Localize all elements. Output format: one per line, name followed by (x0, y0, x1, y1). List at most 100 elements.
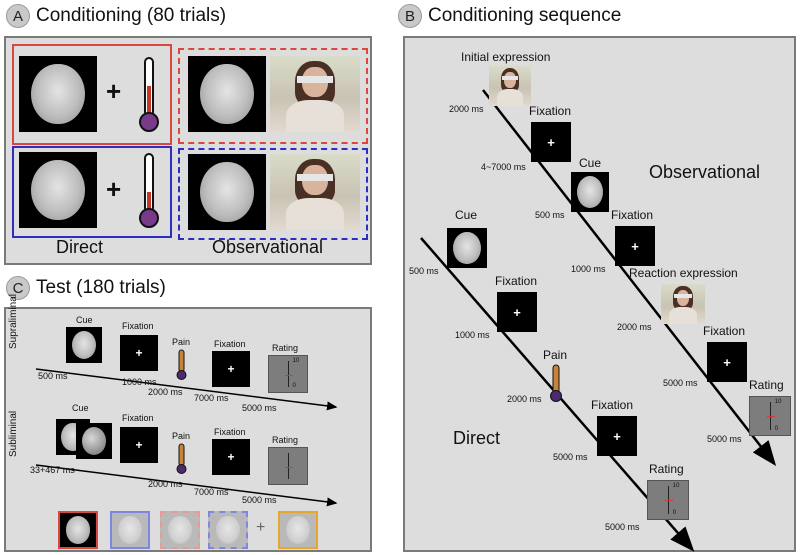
obs-reaction-photo (661, 284, 705, 324)
label-observational-seq: Observational (649, 162, 761, 182)
sub-pain-time: 2000 ms (148, 479, 183, 489)
obs-fixation2-time: 1000 ms (571, 264, 606, 274)
panel-a-letter: A (6, 4, 30, 28)
panel-b: Initial expression 2000 ms Fixation + 4~… (403, 36, 796, 552)
test-face-blue-dashed (208, 511, 248, 549)
thermometer-icon (139, 153, 159, 228)
supra-fixation1: + (120, 335, 158, 371)
label-direct: Direct (56, 237, 104, 257)
panel-c-title: Test (180 trials) (36, 277, 166, 298)
dir-fixation1: + (497, 292, 537, 332)
dir-fixation2-label: Fixation (591, 398, 634, 412)
dir-cue-time: 500 ms (409, 266, 439, 276)
supra-fixation1-time: 1000 ms (122, 377, 157, 387)
supra-pain-time: 2000 ms (148, 387, 183, 397)
sub-mask-face (76, 423, 112, 459)
obs-fixation1-label: Fixation (529, 104, 572, 118)
obs-cue-time: 500 ms (535, 210, 565, 220)
dir-cue-face (447, 228, 487, 268)
sub-cue-label: Cue (72, 403, 89, 413)
label-observational: Observational (212, 237, 324, 257)
obs-fixation2-label: Fixation (611, 208, 654, 222)
supra-rating-label: Rating (272, 343, 299, 353)
panel-a-title: Conditioning (80 trials) (36, 5, 227, 26)
panel-b-header: B Conditioning sequence (398, 4, 621, 28)
thermometer-icon (550, 364, 562, 402)
panel-a: + + Direct Observational (4, 36, 372, 265)
plus-sign: + (106, 174, 122, 204)
observational-blue-frame (178, 148, 368, 240)
dir-rating-label: Rating (649, 462, 684, 476)
supra-rating-time: 5000 ms (242, 403, 277, 413)
thermometer-icon (139, 57, 159, 132)
dir-pain-time: 2000 ms (507, 394, 542, 404)
sub-fixation2: + (212, 439, 250, 475)
dir-fixation2-time: 5000 ms (553, 452, 588, 462)
supra-cue-label: Cue (76, 315, 93, 325)
supra-cue-time: 500 ms (38, 371, 68, 381)
supra-fixation2-time: 7000 ms (194, 393, 229, 403)
obs-fixation3-label: Fixation (703, 324, 746, 338)
test-face-red (58, 511, 98, 549)
sub-fixation2-time: 7000 ms (194, 487, 229, 497)
sub-rating-label: Rating (272, 435, 299, 445)
sub-fixation1: + (120, 427, 158, 463)
obs-fixation1: + (531, 122, 571, 162)
supra-fixation2-label: Fixation (214, 339, 246, 349)
label-supraliminal: Supraliminal (8, 293, 19, 349)
sub-cue-time: 33+467 ms (30, 465, 75, 475)
panel-c-header: C Test (180 trials) (6, 276, 166, 300)
test-face-blue (110, 511, 150, 549)
observer-photo (270, 56, 360, 132)
obs-initial-label: Initial expression (461, 50, 551, 64)
cue-face-image (19, 152, 97, 228)
label-direct-seq: Direct (453, 428, 501, 448)
obs-initial-time: 2000 ms (449, 104, 484, 114)
dir-rating-scale: 10 0 (647, 480, 689, 520)
observational-red-frame (178, 48, 368, 144)
dir-fixation2: + (597, 416, 637, 456)
supra-fixation2: + (212, 351, 250, 387)
panel-c: Supraliminal Cue 500 ms Fixation + 1000 … (4, 294, 372, 552)
sub-rating-time: 5000 ms (242, 495, 277, 505)
plus-sign: + (106, 76, 122, 106)
obs-reaction-time: 2000 ms (617, 322, 652, 332)
direct-red-frame: + (12, 44, 172, 145)
obs-cue-face (571, 172, 609, 212)
supra-pain-label: Pain (172, 337, 191, 347)
obs-rating-time: 5000 ms (707, 434, 742, 444)
sub-fixation1-label: Fixation (122, 413, 154, 423)
obs-fixation3-time: 5000 ms (663, 378, 698, 388)
supra-rating-scale: 10 0 (268, 355, 308, 393)
obs-fixation3: + (707, 342, 747, 382)
dir-rating-time: 5000 ms (605, 522, 640, 532)
sub-fixation2-label: Fixation (214, 427, 246, 437)
cue-face-image (188, 56, 266, 132)
supra-fixation1-label: Fixation (122, 321, 154, 331)
thermometer-icon (176, 349, 187, 380)
supra-cue-face (66, 327, 102, 363)
sub-rating-scale (268, 447, 308, 485)
dir-pain-label: Pain (543, 348, 568, 362)
cue-face-image (188, 154, 266, 230)
dir-cue-label: Cue (455, 208, 478, 222)
observer-photo (270, 154, 360, 230)
panel-c-letter: C (6, 276, 30, 300)
sequence-arrows (420, 89, 777, 552)
obs-initial-photo (489, 66, 531, 106)
direct-blue-frame: + (12, 146, 172, 238)
timeline-arrows (35, 368, 338, 507)
dir-fixation1-time: 1000 ms (455, 330, 490, 340)
cue-face-image (19, 56, 97, 132)
label-subliminal: Subliminal (8, 410, 19, 457)
test-face-yellow (278, 511, 318, 549)
panel-b-letter: B (398, 4, 422, 28)
plus-sign: + (256, 519, 266, 536)
obs-fixation1-time: 4~7000 ms (481, 162, 526, 172)
obs-cue-label: Cue (579, 156, 602, 170)
dir-fixation1-label: Fixation (495, 274, 538, 288)
obs-rating-scale: 10 0 (749, 396, 791, 436)
thermometer-icon (176, 443, 187, 474)
obs-reaction-label: Reaction expression (629, 266, 738, 280)
obs-fixation2: + (615, 226, 655, 266)
